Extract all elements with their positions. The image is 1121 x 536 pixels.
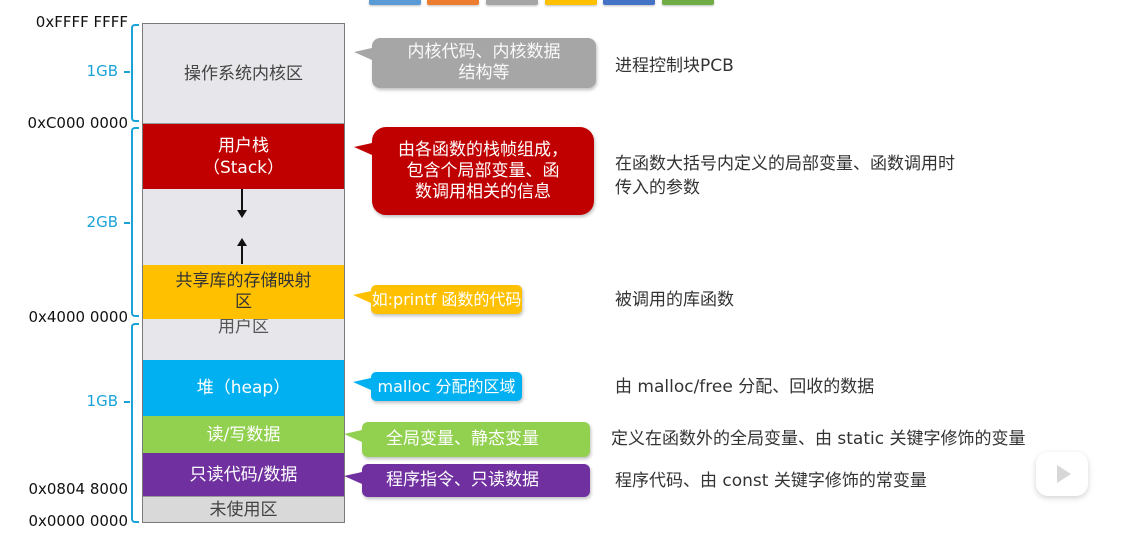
size-lower-user: 1GB — [86, 392, 118, 410]
callout-stack-line3: 数调用相关的信息 — [415, 181, 551, 202]
callout-kernel-line2: 结构等 — [458, 63, 510, 83]
callout-heap: malloc 分配的区域 — [353, 372, 522, 401]
swatch-green[interactable] — [662, 0, 714, 5]
callout-stack-line2: 包含个局部变量、函 — [406, 160, 560, 181]
callout-rw-data: 全局变量、静态变量 — [344, 422, 590, 457]
swatch-orange[interactable] — [427, 0, 479, 5]
callout-pointer — [353, 291, 371, 303]
play-button[interactable] — [1036, 452, 1088, 496]
swatch-gold[interactable] — [545, 0, 597, 5]
segment-user-area: 用户区 — [143, 319, 344, 360]
size-upper-user: 2GB — [86, 213, 118, 231]
segment-user-area-label: 用户区 — [218, 319, 269, 337]
heap-growth-arrow — [241, 246, 243, 264]
callout-rw-data-text: 全局变量、静态变量 — [386, 429, 539, 449]
callout-kernel-line1: 内核代码、内核数据 — [407, 42, 561, 62]
swatch-blue[interactable] — [369, 0, 421, 5]
segment-shared-lib-line1: 共享库的存储映射 — [175, 271, 312, 291]
description-stack-line1: 在函数大括号内定义的局部变量、函数调用时 — [615, 154, 955, 174]
callout-stack-line1: 由各函数的栈帧组成， — [398, 139, 568, 160]
arrow-down-icon — [237, 210, 247, 218]
segment-rw-data-label: 读/写数据 — [206, 424, 281, 445]
segment-kernel: 操作系统内核区 — [143, 24, 344, 124]
size-kernel: 1GB — [86, 62, 118, 80]
callout-pointer — [354, 143, 372, 155]
address-top: 0xFFFF FFFF — [35, 13, 128, 31]
description-heap: 由 malloc/free 分配、回收的数据 — [615, 377, 875, 397]
segment-ro-code: 只读代码/数据 — [143, 453, 344, 496]
segment-kernel-label: 操作系统内核区 — [184, 63, 303, 84]
description-kernel: 进程控制块PCB — [615, 56, 734, 76]
callout-ro-code: 程序指令、只读数据 — [344, 464, 590, 497]
segment-ro-code-label: 只读代码/数据 — [189, 464, 298, 485]
callout-shared-lib-text: 如:printf 函数的代码 — [371, 290, 522, 309]
segment-free-gap — [143, 189, 344, 265]
callout-pointer — [344, 472, 362, 484]
callout-ro-code-text: 程序指令、只读数据 — [386, 470, 539, 490]
brace-tick — [124, 222, 130, 224]
description-ro-code: 程序代码、由 const 关键字修饰的常变量 — [615, 471, 927, 491]
segment-stack: 用户栈 （Stack） — [143, 124, 344, 189]
address-kernel-boundary: 0xC000 0000 — [27, 114, 128, 132]
description-shared-lib: 被调用的库函数 — [615, 290, 734, 310]
segment-unused: 未使用区 — [143, 496, 344, 522]
callout-heap-text: malloc 分配的区域 — [377, 377, 516, 396]
brace-tick — [124, 71, 130, 73]
stack-growth-arrow — [241, 189, 243, 211]
address-code-start: 0x0804 8000 — [28, 480, 128, 498]
callout-shared-lib: 如:printf 函数的代码 — [353, 285, 522, 314]
segment-heap-label: 堆（heap） — [196, 378, 291, 398]
callout-pointer — [353, 378, 371, 390]
play-icon — [1057, 465, 1071, 483]
address-bottom: 0x0000 0000 — [28, 512, 128, 530]
callout-pointer — [354, 48, 372, 60]
segment-stack-title: 用户栈 — [218, 135, 269, 156]
swatch-dark-blue[interactable] — [603, 0, 655, 5]
segment-unused-label: 未使用区 — [209, 499, 278, 520]
segment-stack-subtitle: （Stack） — [202, 157, 285, 178]
callout-stack: 由各函数的栈帧组成， 包含个局部变量、函 数调用相关的信息 — [354, 127, 594, 215]
segment-heap: 堆（heap） — [143, 360, 344, 416]
brace-upper-user — [131, 127, 139, 317]
memory-layout-column: 操作系统内核区 用户栈 （Stack） 共享库的存储映射 区 用户区 堆（hea… — [142, 23, 345, 523]
brace-lower-user — [131, 323, 139, 523]
swatch-gray[interactable] — [486, 0, 538, 5]
brace-tick — [124, 401, 130, 403]
description-stack-line2: 传入的参数 — [615, 178, 700, 198]
segment-shared-lib-line2: 区 — [235, 292, 252, 312]
segment-rw-data: 读/写数据 — [143, 416, 344, 453]
arrow-up-icon — [237, 238, 247, 246]
description-rw-data: 定义在函数外的全局变量、由 static 关键字修饰的变量 — [611, 429, 1026, 449]
segment-shared-lib: 共享库的存储映射 区 — [143, 265, 344, 319]
address-user-mid: 0x4000 0000 — [28, 308, 128, 326]
callout-pointer — [344, 430, 362, 442]
brace-kernel — [131, 24, 139, 122]
callout-kernel: 内核代码、内核数据 结构等 — [354, 38, 596, 88]
